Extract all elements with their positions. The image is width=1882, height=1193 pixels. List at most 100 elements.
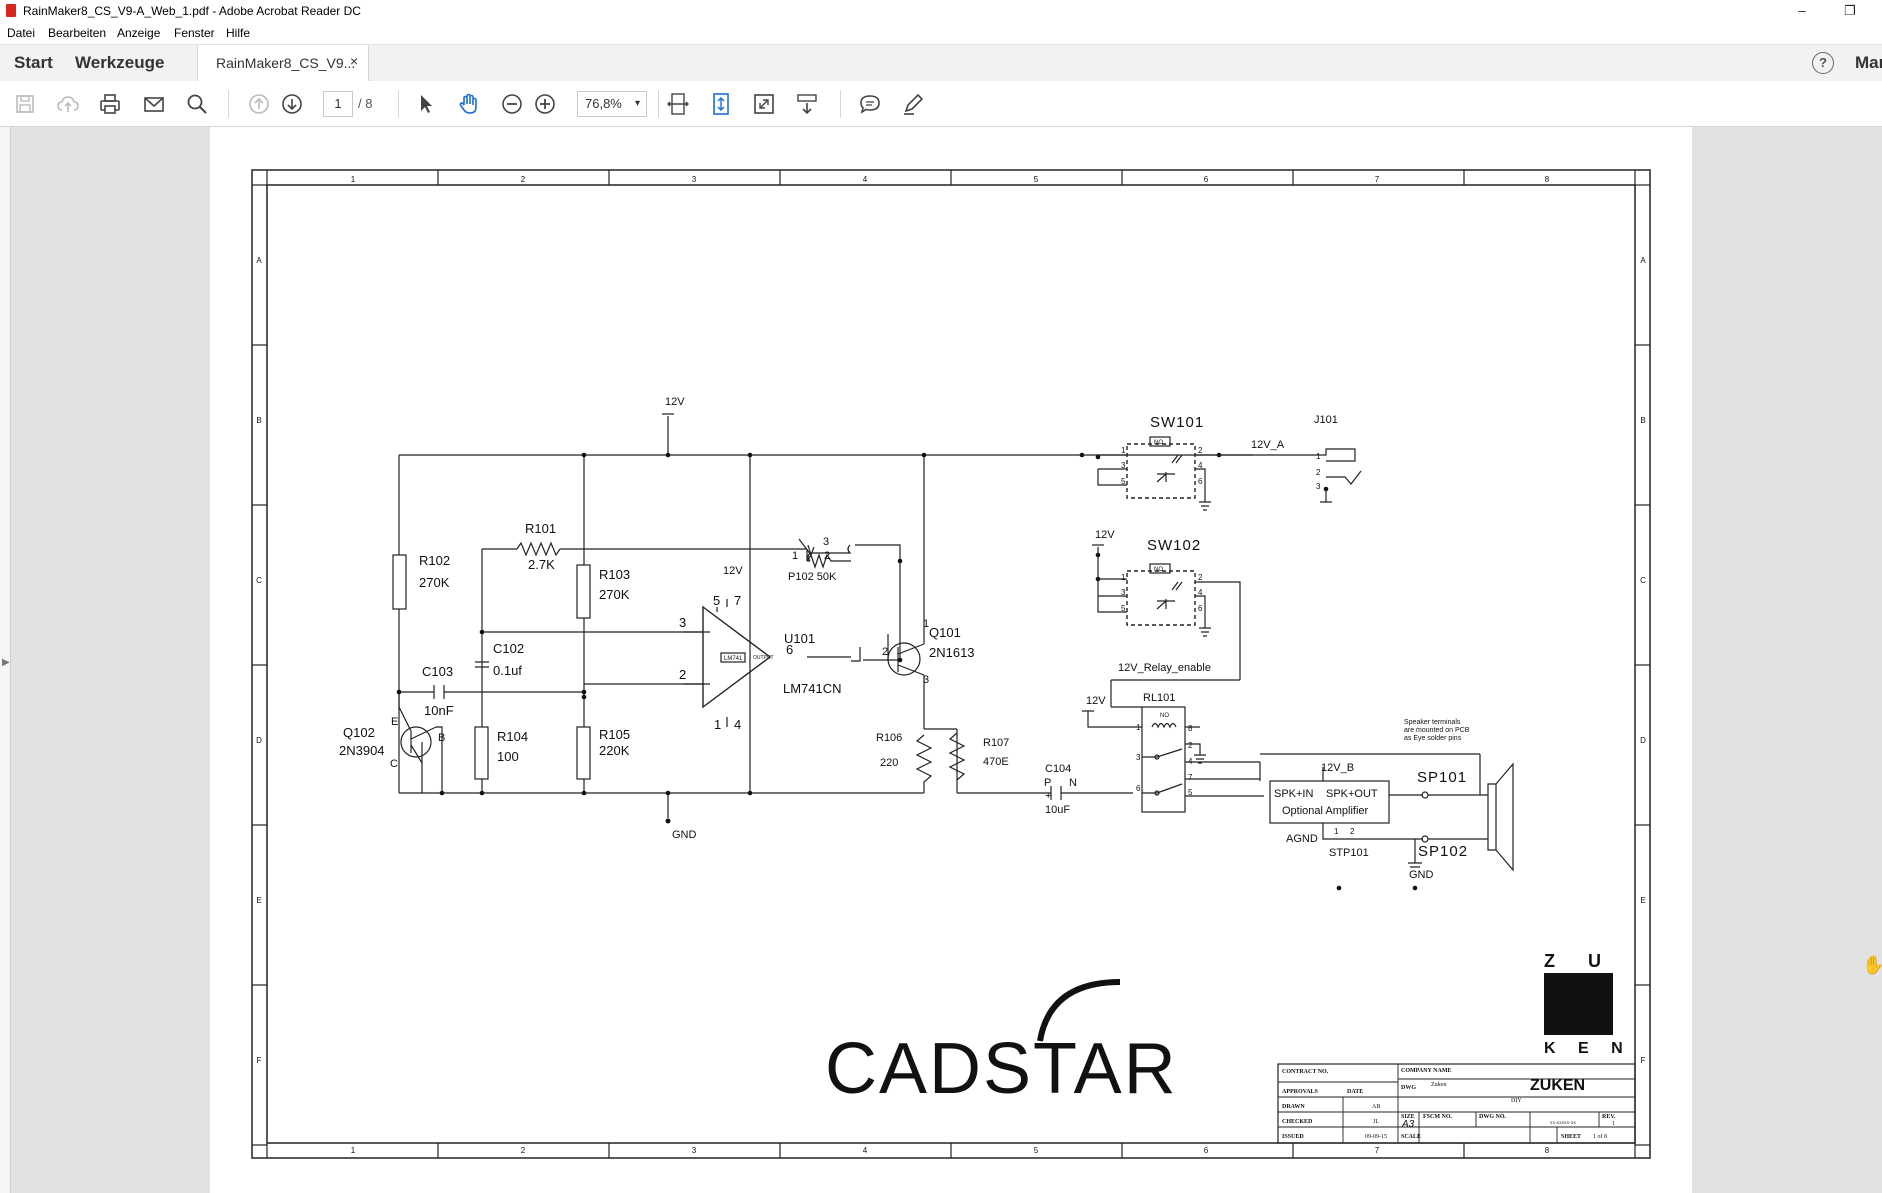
print-icon[interactable]: [97, 91, 123, 117]
resistor-r104: [474, 726, 489, 780]
tab-home[interactable]: Start: [14, 53, 53, 72]
tb-dwg: DWG: [1401, 1085, 1416, 1091]
zoom-out-icon[interactable]: [499, 91, 525, 117]
q101-label: Q101: [929, 625, 961, 640]
row-label: D: [256, 736, 262, 745]
tab-document[interactable]: RainMaker8_CS_V9... ×: [197, 45, 369, 81]
c102-label: C102: [493, 641, 524, 656]
menu-hilfe[interactable]: Hilfe: [226, 26, 251, 40]
resistor-r107: [948, 732, 966, 781]
net-gnd-speaker: GND: [1409, 869, 1434, 881]
p102-pin3: 3: [823, 536, 829, 548]
rl101-pin7: 7: [1188, 773, 1193, 782]
u101-chip-label: LM741: [724, 656, 743, 662]
col-label: 5: [1034, 175, 1039, 184]
close-tab-icon[interactable]: ×: [350, 53, 359, 69]
col-label: 5: [1034, 1146, 1039, 1155]
zuken-logo-bottom: K E N: [1544, 1040, 1632, 1057]
upload-cloud-icon[interactable]: [55, 91, 81, 117]
search-icon[interactable]: [184, 91, 210, 117]
p102-pin2: 2: [824, 550, 830, 562]
tab-bar: Start Werkzeuge RainMaker8_CS_V9... × ? …: [0, 44, 1882, 82]
comment-icon[interactable]: [857, 91, 883, 117]
tb-issued-value: 09-09-15: [1365, 1134, 1387, 1140]
q101-value: 2N1613: [929, 645, 975, 660]
left-panel-toggle[interactable]: ▶: [0, 127, 11, 1193]
switch-sw102: [1126, 570, 1196, 626]
help-icon[interactable]: ?: [1812, 52, 1834, 74]
q101-leads: [888, 643, 925, 676]
cadstar-logo: CADSTAR: [825, 1029, 1178, 1109]
rl101-pin8: 8: [1188, 724, 1193, 733]
gnd-symbol: [665, 818, 671, 824]
c104-value: 10uF: [1045, 804, 1070, 816]
u101-12v: 12V: [723, 565, 743, 577]
rl101-pin3: 3: [1136, 753, 1141, 762]
select-cursor-icon[interactable]: [413, 91, 439, 117]
p102-pin1: 1: [792, 550, 798, 562]
q101-pin3: 3: [923, 674, 929, 686]
tab-tools[interactable]: Werkzeuge: [75, 53, 165, 72]
u101-pin6: 6: [786, 642, 793, 657]
menu-anzeige[interactable]: Anzeige: [117, 26, 161, 40]
tb-rev: REV.: [1602, 1114, 1616, 1120]
save-icon[interactable]: [12, 91, 38, 117]
account-menu[interactable]: Mar: [1855, 53, 1882, 72]
email-icon[interactable]: [141, 91, 167, 117]
sw102-label: SW102: [1147, 537, 1201, 554]
menu-fenster[interactable]: Fenster: [174, 26, 215, 40]
menu-datei[interactable]: Datei: [7, 26, 36, 40]
restore-button[interactable]: ❐: [1844, 3, 1856, 18]
u101-pin1: 1: [714, 717, 721, 732]
rl101-wires: [1142, 726, 1264, 797]
zoom-in-icon[interactable]: [532, 91, 558, 117]
expand-panel-icon[interactable]: ▶: [2, 657, 10, 668]
sw102-pin3: 3: [1121, 588, 1126, 597]
fit-page-icon[interactable]: [708, 91, 734, 117]
tb-approvals: APPROVALS: [1282, 1089, 1319, 1095]
u101-pin5: 5: [713, 593, 720, 608]
speaker-note-line: Speaker terminals: [1404, 719, 1461, 726]
col-label: 6: [1204, 175, 1209, 184]
optional-amplifier-block: [1269, 780, 1390, 824]
rl101-12v: 12V: [1086, 695, 1106, 707]
transistor-q102: [400, 726, 432, 758]
pdf-app-icon: [6, 4, 16, 17]
page-number-input[interactable]: 1: [323, 91, 353, 117]
minimize-button[interactable]: –: [1798, 3, 1806, 18]
u101-label: U101: [784, 631, 815, 646]
j101-label: J101: [1314, 414, 1338, 426]
toolbar-separator: [658, 90, 659, 118]
tb-checked-value: JL: [1373, 1119, 1379, 1125]
stp101-pin1: 1: [1334, 827, 1339, 836]
full-screen-icon[interactable]: [751, 91, 777, 117]
c103-label: C103: [422, 664, 453, 679]
fit-width-icon[interactable]: [665, 91, 691, 117]
previous-page-icon[interactable]: [246, 91, 272, 117]
sw102-no-box: [1149, 563, 1171, 574]
menu-bearbeiten[interactable]: Bearbeiten: [48, 26, 107, 40]
c103-value: 10nF: [424, 703, 454, 718]
scroll-mode-icon[interactable]: [794, 91, 820, 117]
tb-sheet: SHEET: [1561, 1134, 1581, 1140]
highlight-pen-icon[interactable]: [900, 91, 926, 117]
sw101-label: SW101: [1150, 414, 1204, 431]
c104-plus: +: [1045, 790, 1051, 802]
r107-value: 470E: [983, 756, 1009, 768]
tb-scale: SCALE: [1401, 1134, 1421, 1140]
u101-pin7: 7: [734, 593, 741, 608]
col-label: 6: [1204, 1146, 1209, 1155]
zoom-level-select[interactable]: 76,8% ▾: [577, 91, 647, 117]
sw102-pin2: 2: [1198, 573, 1203, 582]
document-tab-label: RainMaker8_CS_V9...: [216, 55, 356, 71]
next-page-icon[interactable]: [279, 91, 305, 117]
tb-company-name: COMPANY NAME: [1401, 1068, 1452, 1074]
col-label: 2: [521, 175, 526, 184]
sw102-no: NO: [1154, 567, 1163, 573]
hand-tool-icon[interactable]: [456, 91, 482, 117]
col-label: 3: [692, 175, 697, 184]
tb-drawn: DRAWN: [1282, 1104, 1305, 1110]
resistor-r103: [576, 564, 591, 619]
u101-pin3: 3: [679, 615, 686, 630]
tb-dwg-no: DWG NO.: [1479, 1114, 1507, 1120]
